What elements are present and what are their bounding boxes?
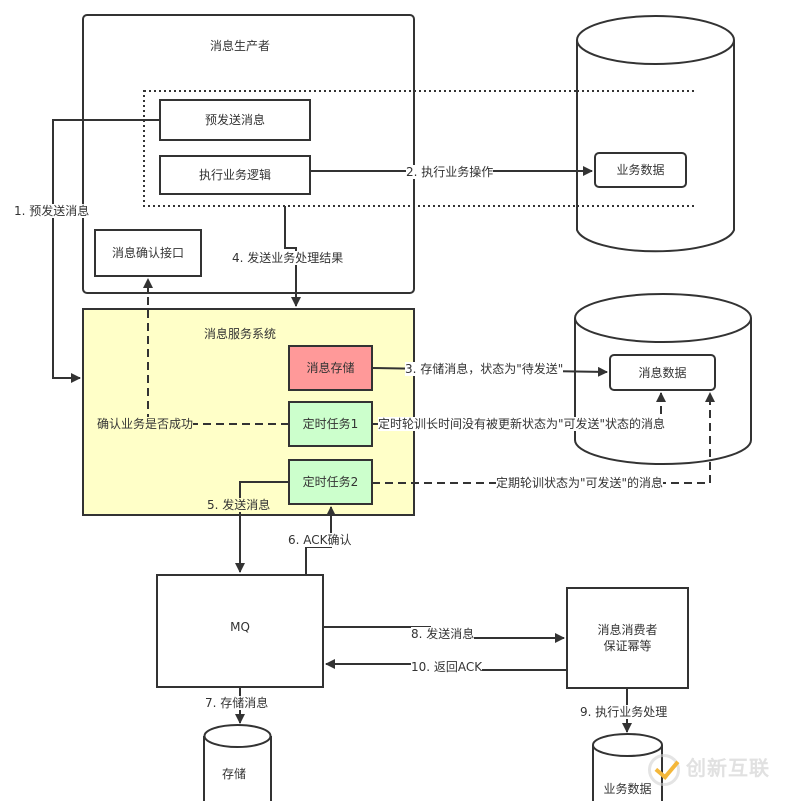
producer-title: 消息生产者 xyxy=(209,39,270,53)
consumer-label-2: 保证幂等 xyxy=(603,639,652,653)
timer1-label: 定时任务1 xyxy=(302,417,359,431)
watermark-logo-icon xyxy=(648,754,680,786)
edge-6 xyxy=(305,506,336,575)
edge-4 xyxy=(284,206,301,307)
edge-confirm xyxy=(143,278,289,425)
edge-4-label: 4. 发送业务处理结果 xyxy=(232,251,344,265)
confirm-api-label: 消息确认接口 xyxy=(111,246,184,260)
edge-10-label: 10. 返回ACK xyxy=(411,660,483,674)
exec-logic-label: 执行业务逻辑 xyxy=(198,168,271,182)
timer2-label: 定时任务2 xyxy=(302,475,359,489)
msg-store-node xyxy=(288,345,373,391)
mq-store-label: 存储 xyxy=(221,767,246,781)
biz-data-label: 业务数据 xyxy=(616,163,665,177)
mq-store-cylinder xyxy=(203,724,272,801)
edge-6-label: 6. ACK确认 xyxy=(288,533,352,547)
confirm-api-node xyxy=(94,229,202,277)
watermark-text: 创新互联 xyxy=(686,756,770,780)
msg-data-node xyxy=(609,354,716,391)
producer-container xyxy=(82,14,415,294)
msg-data-label: 消息数据 xyxy=(638,366,687,380)
edge-8-label: 8. 发送消息 xyxy=(411,627,475,641)
edge-timer2-poll-label: 定期轮训状态为"可发送"的消息 xyxy=(496,476,664,490)
edge-5 xyxy=(235,481,289,573)
edge-confirm-label: 确认业务是否成功 xyxy=(97,417,194,431)
pre-send-label: 预发送消息 xyxy=(204,113,265,127)
edge-9-label: 9. 执行业务处理 xyxy=(580,705,668,719)
mq-node xyxy=(156,574,324,688)
msg-store-label: 消息存储 xyxy=(306,361,355,375)
mq-label: MQ xyxy=(230,620,250,634)
edge-timer1-poll-label: 定时轮训长时间没有被更新状态为"可发送"状态的消息 xyxy=(378,417,666,431)
edge-1 xyxy=(52,119,160,383)
consumer-label-1: 消息消费者 xyxy=(597,623,658,637)
msg-service-title: 消息服务系统 xyxy=(203,327,276,341)
edge-7-label: 7. 存储消息 xyxy=(205,696,269,710)
edge-timer2-poll xyxy=(372,392,715,484)
edge-3-label: 3. 存储消息，状态为"待发送" xyxy=(405,362,564,376)
edge-2-label: 2. 执行业务操作 xyxy=(406,165,494,179)
pre-send-node xyxy=(159,99,311,141)
edge-5-label: 5. 发送消息 xyxy=(207,498,271,512)
exec-logic-node xyxy=(159,155,311,195)
biz-db-cylinder xyxy=(576,15,735,253)
consumer-db-label: 业务数据 xyxy=(603,782,652,796)
biz-data-node xyxy=(594,152,687,188)
edge-1-label: 1. 预发送消息 xyxy=(14,204,90,218)
